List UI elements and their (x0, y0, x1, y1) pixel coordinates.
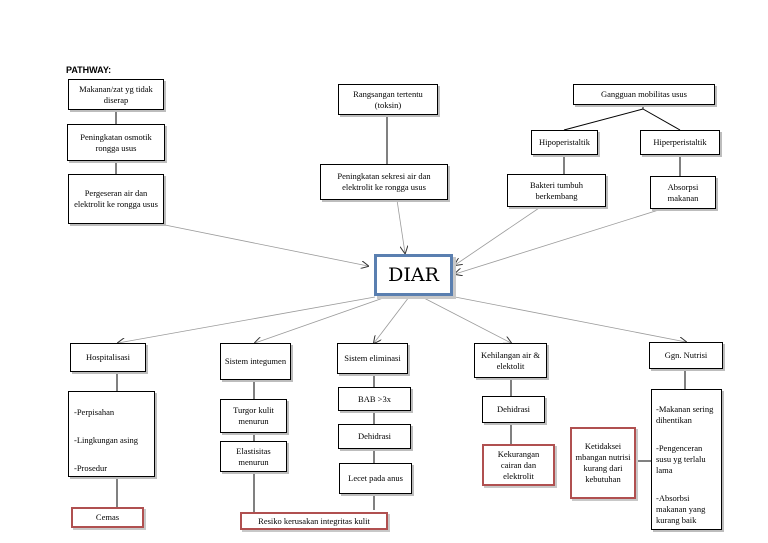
box-makanan: Makanan/zat yg tidak diserap (68, 79, 164, 110)
box-turgor: Turgor kulit menurun (220, 399, 287, 433)
box-kehilangan-air: Kehilangan air & elektolit (474, 343, 547, 378)
box-bakteri: Bakteri tumbuh berkembang (507, 174, 606, 207)
box-absorpsi: Absorpsi makanan (650, 176, 716, 209)
list-nutrisi-causes: -Makanan sering dihentikan -Pengenceran … (651, 389, 722, 530)
box-hospitalisasi: Hospitalisasi (70, 343, 146, 372)
diagnosis-kekurangan-cairan: Kekurangan cairan dan elektrolit (482, 444, 555, 486)
box-ggn-nutrisi: Ggn. Nutrisi (649, 342, 723, 369)
box-sekresi: Peningkatan sekresi air dan elektrolit k… (320, 164, 448, 200)
box-elastisitas: Elastisitas menurun (220, 441, 287, 472)
box-pergeseran: Pergeseran air dan elektrolit ke rongga … (68, 174, 164, 224)
diagnosis-cemas: Cemas (71, 507, 144, 528)
box-hipoperistaltik: Hipoperistaltik (531, 130, 598, 155)
box-bab: BAB >3x (338, 387, 411, 411)
box-dehidrasi-eliminasi: Dehidrasi (338, 424, 411, 449)
list-item: -Perpisahan (74, 407, 115, 417)
pathway-title: PATHWAY: (66, 65, 112, 75)
list-item: -Makanan sering dihentikan (656, 404, 714, 425)
center-node-diar: DIAR (374, 254, 453, 296)
list-hospitalisasi-causes: -Perpisahan -Lingkungan asing -Prosedur (68, 391, 155, 477)
box-gangguan-mobilitas: Gangguan mobilitas usus (573, 84, 715, 105)
box-sistem-integumen: Sistem integumen (220, 343, 291, 380)
box-osmotik: Peningkatan osmotik rongga usus (67, 124, 165, 161)
diagnosis-resiko-kerusakan-kulit: Resiko kerusakan integritas kulit (240, 512, 388, 530)
list-item: -Prosedur (74, 463, 108, 473)
list-item: -Pengenceran susu yg terlalu lama (656, 443, 706, 475)
list-item: -Lingkungan asing (74, 435, 138, 445)
box-rangsangan: Rangsangan tertentu (toksin) (338, 84, 438, 115)
box-sistem-eliminasi: Sistem eliminasi (337, 343, 408, 374)
box-dehidrasi-elektrolit: Dehidrasi (482, 396, 545, 423)
diagnosis-ketidakseimbangan-nutrisi: Ketidaksei mbangan nutrisi kurang dari k… (570, 427, 636, 499)
list-item: -Absorbsi makanan yang kurang baik (656, 493, 706, 525)
box-hiperperistaltik: Hiperperistaltik (640, 130, 720, 155)
box-lecet: Lecet pada anus (339, 463, 412, 494)
